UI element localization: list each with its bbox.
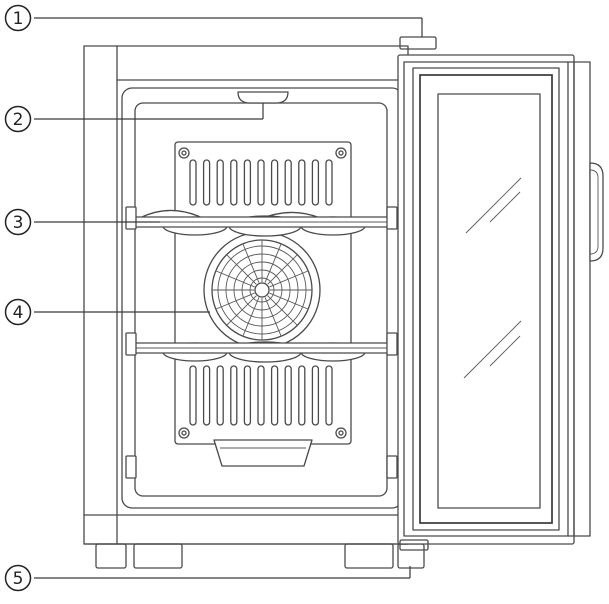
fan-grille-spoke <box>242 297 260 337</box>
fan-grille-spoke <box>242 243 260 283</box>
door-handle <box>589 162 604 262</box>
vent-slot <box>298 159 306 206</box>
lower-vent-slots <box>189 365 333 426</box>
fan-grille-spoke <box>267 295 298 326</box>
callout-5-label: 5 <box>13 569 24 589</box>
fan-grille-spoke <box>226 295 257 326</box>
vent-slot <box>325 159 333 206</box>
callout-4: 4 <box>4 298 32 326</box>
vent-slot <box>189 365 197 426</box>
cooling-fan <box>203 231 321 349</box>
fan-grille-spoke <box>215 270 255 288</box>
shelf-supports-bottom <box>125 455 398 479</box>
callout-2-label: 2 <box>13 110 24 130</box>
vent-slot <box>243 365 252 426</box>
vent-slot <box>311 159 320 206</box>
vent-slot <box>270 159 279 206</box>
drip-tray <box>213 439 313 467</box>
interior-light <box>237 91 289 104</box>
vent-slot <box>216 365 224 426</box>
vent-slot <box>325 365 333 426</box>
fan-grille-spoke <box>264 297 282 337</box>
fan-grille <box>212 240 312 340</box>
vent-slot <box>311 365 320 426</box>
fan-grille-spoke <box>226 254 257 285</box>
fan-grille-spoke <box>269 292 309 310</box>
vent-slot <box>189 159 197 206</box>
vent-slot <box>202 365 211 426</box>
shelf-lower <box>125 332 398 363</box>
vent-slot <box>284 159 292 206</box>
cabinet-feet <box>95 543 425 569</box>
callout-5: 5 <box>4 564 32 592</box>
fan-grille-spoke <box>264 243 282 283</box>
upper-vent-slots <box>189 159 333 206</box>
callout-4-label: 4 <box>13 303 24 323</box>
vent-slot <box>202 159 211 206</box>
callout-leaders <box>34 17 423 579</box>
callout-1-label: 1 <box>13 9 24 29</box>
callout-3: 3 <box>4 208 32 236</box>
top-hinge <box>399 36 437 50</box>
callout-3-label: 3 <box>13 213 24 233</box>
callout-2: 2 <box>4 105 32 133</box>
vent-slot <box>257 365 265 426</box>
vent-slot <box>270 365 279 426</box>
vent-slot <box>298 365 306 426</box>
shelf-upper <box>125 206 398 237</box>
vent-slot <box>243 159 252 206</box>
vent-slot <box>257 159 265 206</box>
fan-grille-spoke <box>269 270 309 288</box>
vent-slot <box>216 159 224 206</box>
fan-grille-spoke <box>215 292 255 310</box>
vent-slot <box>230 159 238 206</box>
fan-grille-spoke <box>267 254 298 285</box>
vent-slot <box>284 365 292 426</box>
glass-door <box>397 54 591 551</box>
vent-slot <box>230 365 238 426</box>
callout-1: 1 <box>4 4 32 32</box>
